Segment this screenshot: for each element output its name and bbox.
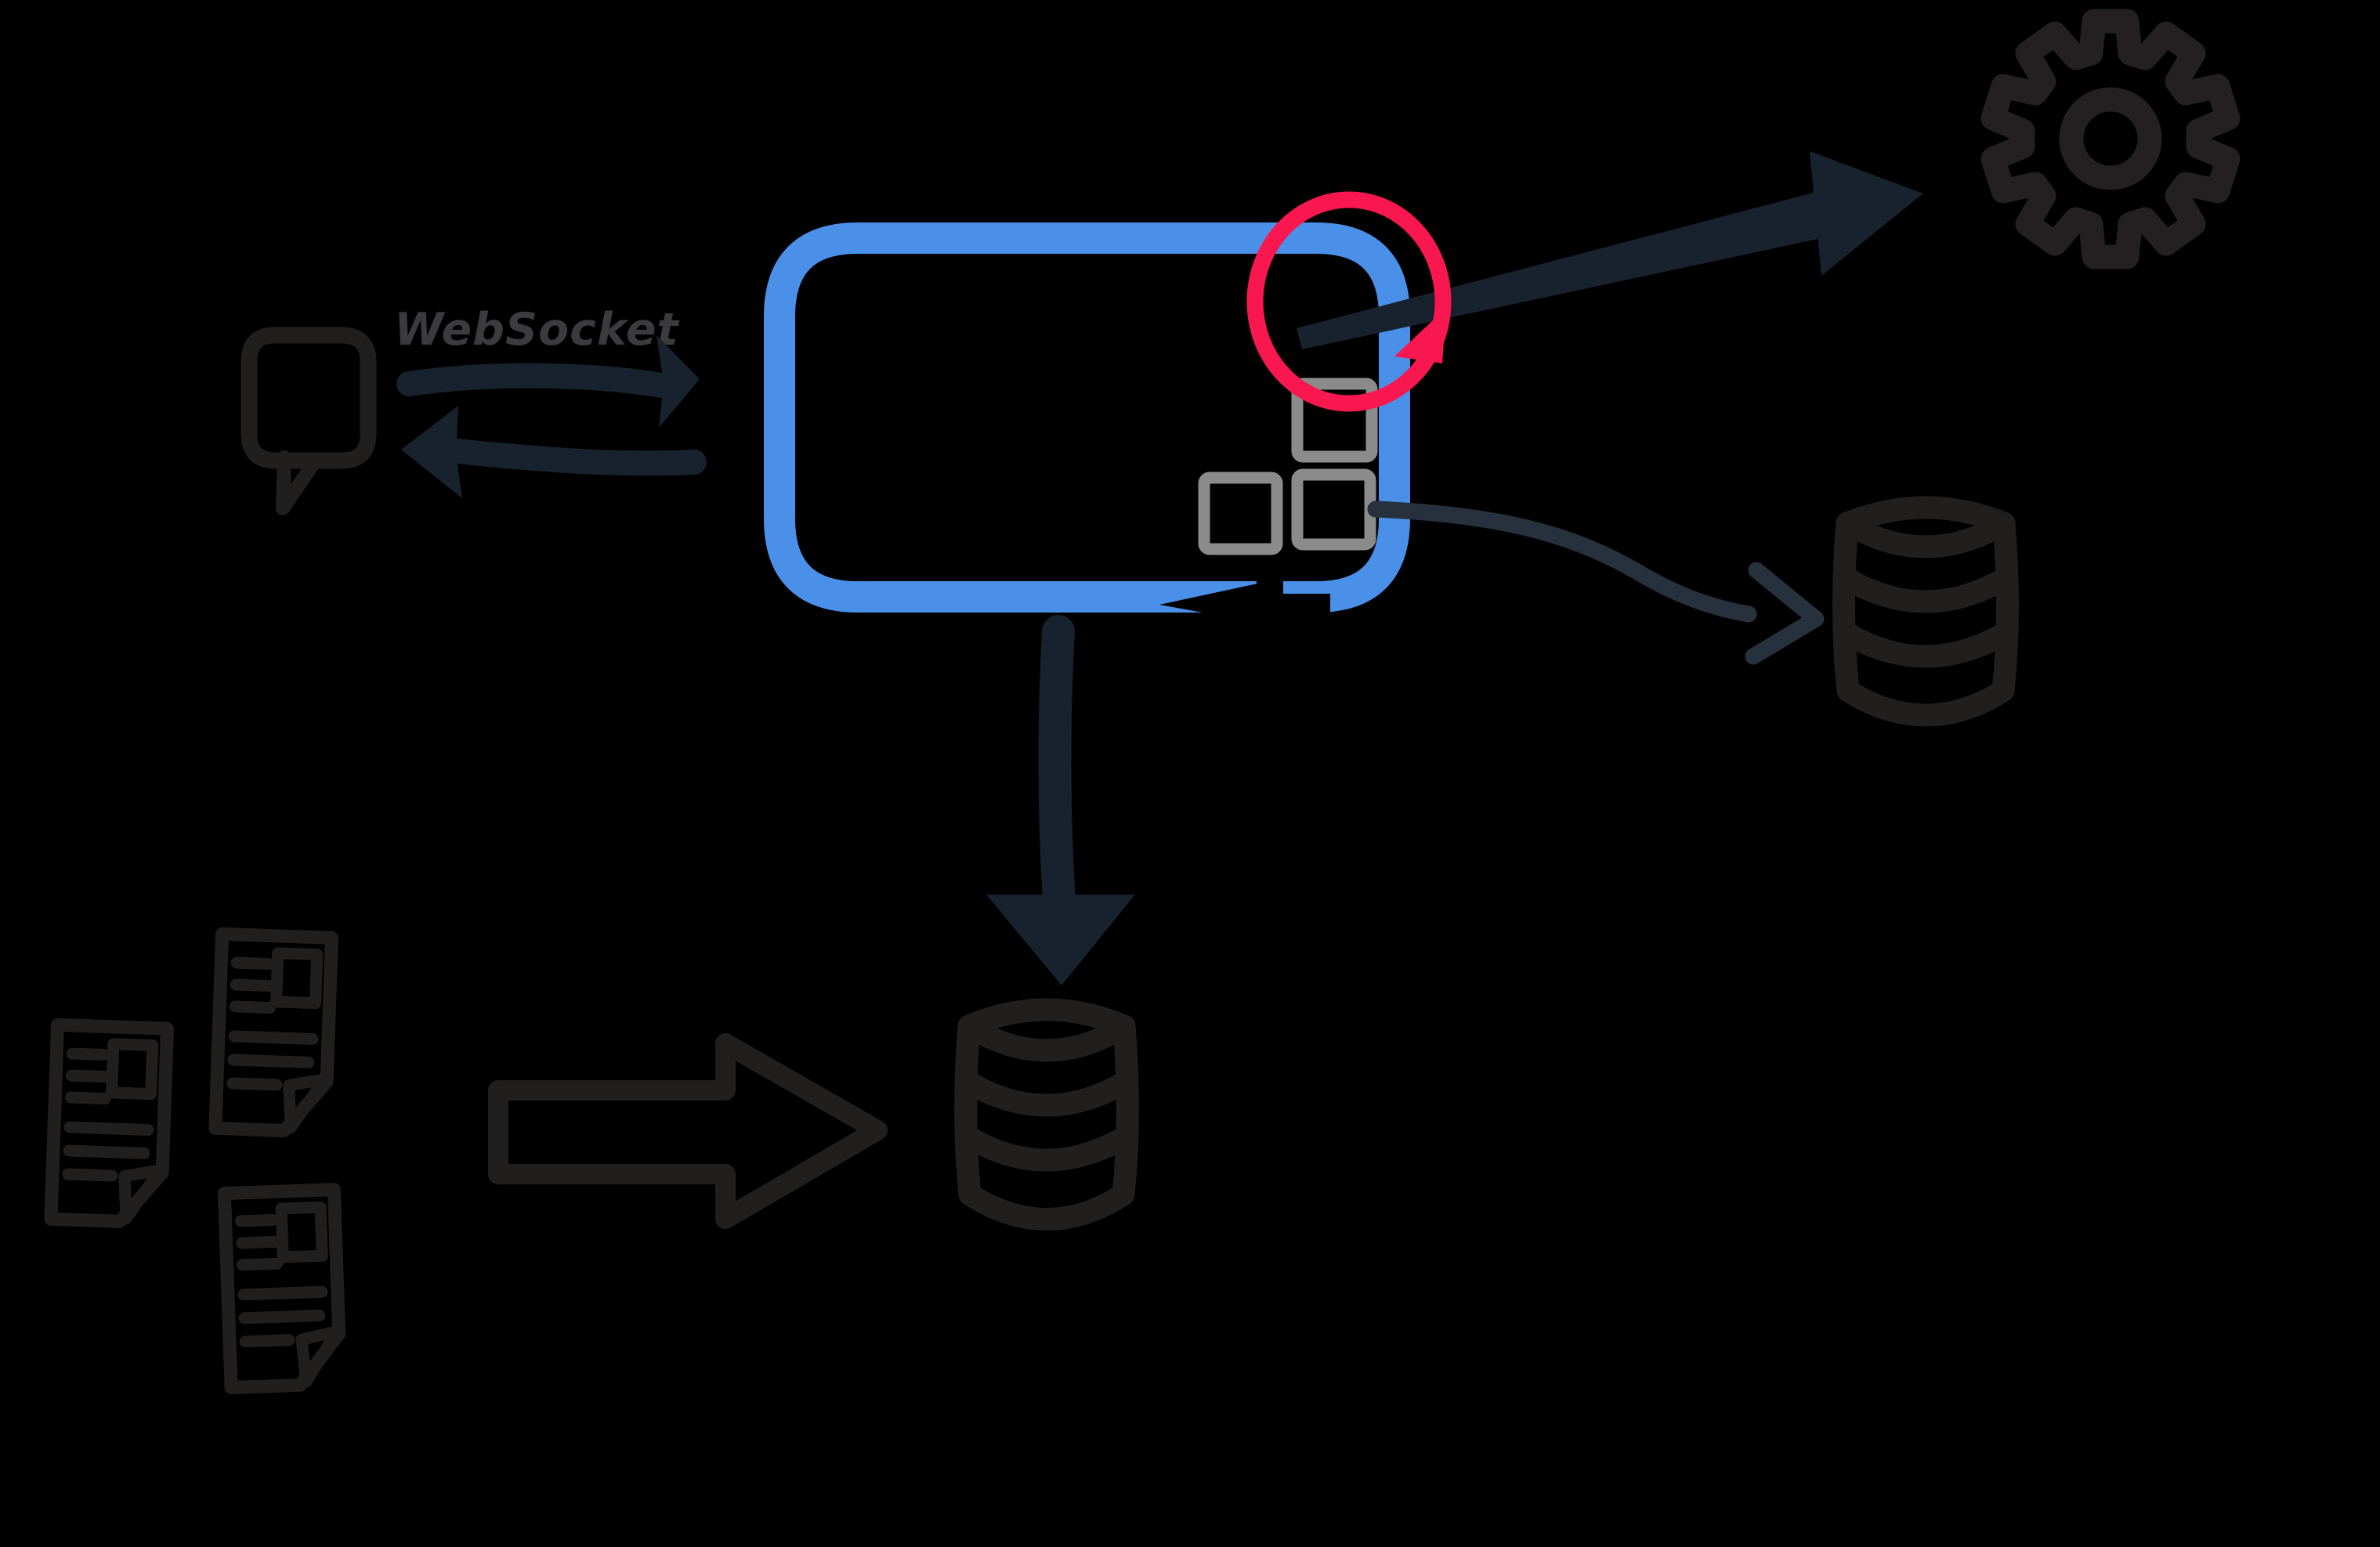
arrow-head xyxy=(986,895,1135,985)
db-bottom-arc xyxy=(1836,679,2015,727)
arrow-head xyxy=(1810,151,1923,276)
document-icon-top xyxy=(215,934,332,1132)
websocket-receive-arrow xyxy=(401,406,707,498)
documents-to-database-block-arrow xyxy=(488,1033,888,1229)
module-square-right xyxy=(1291,468,1376,551)
db-band xyxy=(957,1071,1136,1117)
chat-bubble-tail xyxy=(276,450,324,515)
app-box xyxy=(764,222,1410,627)
app-to-gear-arrow xyxy=(1297,151,1923,349)
db-right-side xyxy=(1112,1014,1139,1206)
arrow-shaft xyxy=(445,439,707,476)
arrow-head xyxy=(656,335,700,428)
chat-bubble-body xyxy=(241,327,377,469)
db-top-underside xyxy=(957,1014,1136,1062)
arrow-head xyxy=(401,406,462,498)
websocket-label: WebSocket xyxy=(394,304,679,356)
arrow-shaft xyxy=(396,363,675,398)
gear-icon xyxy=(1980,9,2241,269)
sketch-gap-taper xyxy=(1159,583,1263,623)
gear-teeth xyxy=(1980,9,2241,269)
db-right-side xyxy=(1991,511,2019,703)
document-icon-bottom xyxy=(224,1190,341,1388)
db-band xyxy=(1836,567,2016,613)
document-icons-group xyxy=(51,934,341,1387)
db-top-underside xyxy=(1836,511,2016,558)
db-bottom-arc xyxy=(958,1183,1135,1231)
module-square-top xyxy=(1291,378,1378,463)
database-cylinder-icon-right xyxy=(1832,496,2019,727)
highlight-pen-arrowhead xyxy=(1394,308,1446,363)
db-band xyxy=(957,1126,1136,1172)
module-to-database-connector xyxy=(1367,501,1825,665)
db-top-arc xyxy=(957,998,1136,1038)
db-left-side xyxy=(954,1014,982,1206)
db-top-arc xyxy=(1836,496,2016,535)
db-band xyxy=(1836,622,2016,668)
connector-arrow-head xyxy=(1745,562,1825,665)
document-icon-left xyxy=(51,1025,168,1223)
highlight-ellipse xyxy=(1246,191,1452,412)
gear-hub xyxy=(2059,87,2162,190)
db-left-side xyxy=(1832,511,1860,703)
arrow-shaft xyxy=(1297,190,1836,349)
websocket-send-arrow xyxy=(396,335,700,428)
arrow-shaft xyxy=(1038,615,1076,916)
connector-curve xyxy=(1367,501,1757,623)
highlight-circle-annotation xyxy=(1246,191,1452,412)
database-cylinder-icon-bottom xyxy=(954,998,1139,1231)
chat-bubble-icon xyxy=(241,327,377,515)
sketch-gap-thin xyxy=(1282,594,1330,627)
module-square-left xyxy=(1198,472,1283,555)
app-to-main-database-arrow xyxy=(986,615,1135,985)
module-squares xyxy=(1198,378,1378,555)
sketch-gap xyxy=(1257,577,1283,623)
